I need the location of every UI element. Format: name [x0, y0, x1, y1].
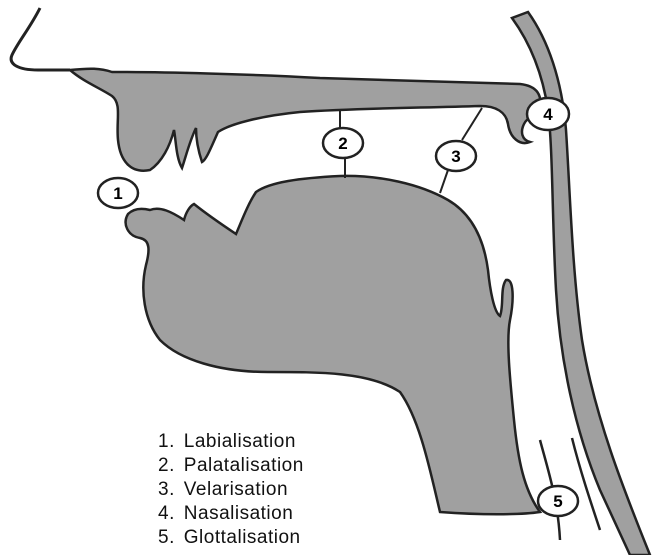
legend-number: 1.: [158, 430, 178, 454]
legend: 1. Labialisation 2. Palatalisation 3. Ve…: [158, 430, 304, 550]
legend-item-palatalisation: 2. Palatalisation: [158, 454, 304, 478]
legend-text: Velarisation: [184, 479, 288, 500]
nose-profile: [11, 8, 70, 70]
legend-text: Labialisation: [184, 431, 296, 452]
marker-4: 4: [527, 98, 569, 130]
marker-1: 1: [98, 178, 138, 208]
legend-text: Palatalisation: [184, 455, 304, 476]
legend-item-labialisation: 1. Labialisation: [158, 430, 304, 454]
legend-text: Glottalisation: [184, 527, 301, 548]
svg-text:2: 2: [338, 134, 347, 153]
marker-2: 2: [323, 128, 363, 158]
svg-text:1: 1: [113, 184, 122, 203]
legend-number: 2.: [158, 454, 178, 478]
legend-text: Nasalisation: [184, 503, 294, 524]
svg-text:3: 3: [451, 147, 460, 166]
marker-5: 5: [538, 486, 578, 516]
legend-number: 5.: [158, 526, 178, 550]
legend-number: 4.: [158, 502, 178, 526]
legend-item-velarisation: 3. Velarisation: [158, 478, 304, 502]
svg-text:4: 4: [543, 105, 553, 124]
svg-text:5: 5: [553, 492, 562, 511]
legend-number: 3.: [158, 478, 178, 502]
connector-3-top: [462, 108, 482, 140]
marker-3: 3: [436, 141, 476, 171]
connector-3-bottom: [440, 170, 448, 193]
legend-item-nasalisation: 4. Nasalisation: [158, 502, 304, 526]
legend-item-glottalisation: 5. Glottalisation: [158, 526, 304, 550]
